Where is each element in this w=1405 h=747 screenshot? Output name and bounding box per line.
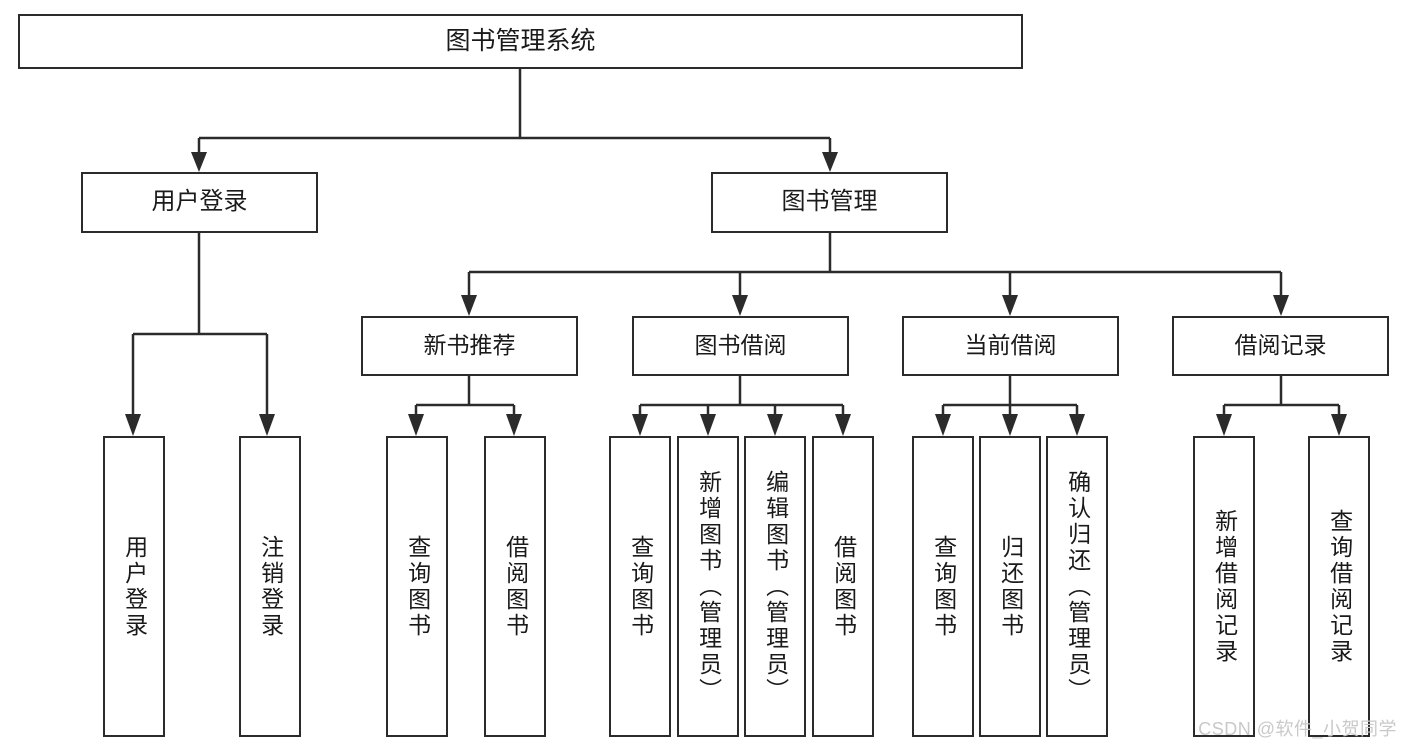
leaf-current-confirm-return-label: 确认归还（管理员） <box>1064 469 1091 704</box>
arrow-record-query <box>1331 414 1347 436</box>
node-book-management-label: 图书管理 <box>781 188 878 216</box>
node-book-borrow-label: 图书借阅 <box>694 332 787 359</box>
node-root-label: 图书管理系统 <box>445 26 596 55</box>
node-new-book-recommend-label: 新书推荐 <box>423 332 516 359</box>
arrow-current-query <box>935 414 951 436</box>
watermark: CSDN @软件_小贺同学 <box>1198 719 1397 739</box>
node-root[interactable]: 图书管理系统 <box>18 14 1023 69</box>
arrow-book-manage <box>822 152 838 172</box>
arrow-borrow-add <box>700 414 716 436</box>
arrow-current-confirm <box>1069 414 1085 436</box>
arrow-leaf-user-login <box>125 414 141 436</box>
leaf-current-query-book[interactable]: 查询图书 <box>912 436 974 737</box>
arrow-record-add <box>1216 414 1232 436</box>
leaf-newbook-borrow-book-label: 借阅图书 <box>502 534 529 639</box>
arrow-newbook-borrow <box>506 414 522 436</box>
leaf-borrow-query-book-label: 查询图书 <box>627 534 654 639</box>
node-user-login-label: 用户登录 <box>151 188 248 216</box>
arrow-record <box>1273 295 1289 316</box>
leaf-borrow-edit-book-label: 编辑图书（管理员） <box>762 469 789 704</box>
node-book-borrow[interactable]: 图书借阅 <box>632 316 849 376</box>
leaf-borrow-lend-book-label: 借阅图书 <box>830 534 857 639</box>
arrow-borrow-edit <box>767 414 783 436</box>
leaf-record-query[interactable]: 查询借阅记录 <box>1308 436 1370 737</box>
leaf-newbook-borrow-book[interactable]: 借阅图书 <box>484 436 546 737</box>
leaf-record-query-label: 查询借阅记录 <box>1326 508 1353 665</box>
arrow-borrow-lend <box>835 414 851 436</box>
leaf-borrow-add-book[interactable]: 新增图书（管理员） <box>677 436 739 737</box>
leaf-logout-label: 注销登录 <box>257 534 284 639</box>
leaf-newbook-query-book-label: 查询图书 <box>404 534 431 639</box>
leaf-current-return-book-label: 归还图书 <box>997 534 1024 639</box>
node-current-borrow[interactable]: 当前借阅 <box>902 316 1119 376</box>
arrow-leaf-logout <box>259 414 275 436</box>
node-book-management[interactable]: 图书管理 <box>711 172 948 233</box>
leaf-current-query-book-label: 查询图书 <box>930 534 957 639</box>
arrow-current <box>1002 295 1018 316</box>
leaf-newbook-query-book[interactable]: 查询图书 <box>386 436 448 737</box>
leaf-borrow-lend-book[interactable]: 借阅图书 <box>812 436 874 737</box>
arrow-newbook <box>461 295 477 316</box>
node-current-borrow-label: 当前借阅 <box>964 332 1057 359</box>
arrow-current-return <box>1002 414 1018 436</box>
leaf-user-login[interactable]: 用户登录 <box>103 436 165 737</box>
leaf-borrow-add-book-label: 新增图书（管理员） <box>695 469 722 704</box>
leaf-user-login-label: 用户登录 <box>121 534 148 639</box>
arrow-borrow-query <box>632 414 648 436</box>
leaf-record-add[interactable]: 新增借阅记录 <box>1193 436 1255 737</box>
leaf-logout[interactable]: 注销登录 <box>239 436 301 737</box>
arrow-newbook-query <box>408 414 424 436</box>
leaf-borrow-query-book[interactable]: 查询图书 <box>609 436 671 737</box>
node-new-book-recommend[interactable]: 新书推荐 <box>361 316 578 376</box>
node-borrow-record-label: 借阅记录 <box>1234 332 1327 359</box>
leaf-borrow-edit-book[interactable]: 编辑图书（管理员） <box>744 436 806 737</box>
arrow-user-login <box>191 152 207 172</box>
leaf-record-add-label: 新增借阅记录 <box>1211 508 1238 665</box>
leaf-current-return-book[interactable]: 归还图书 <box>979 436 1041 737</box>
node-user-login[interactable]: 用户登录 <box>81 172 318 233</box>
leaf-current-confirm-return[interactable]: 确认归还（管理员） <box>1046 436 1108 737</box>
node-borrow-record[interactable]: 借阅记录 <box>1172 316 1389 376</box>
arrow-borrow <box>732 295 748 316</box>
